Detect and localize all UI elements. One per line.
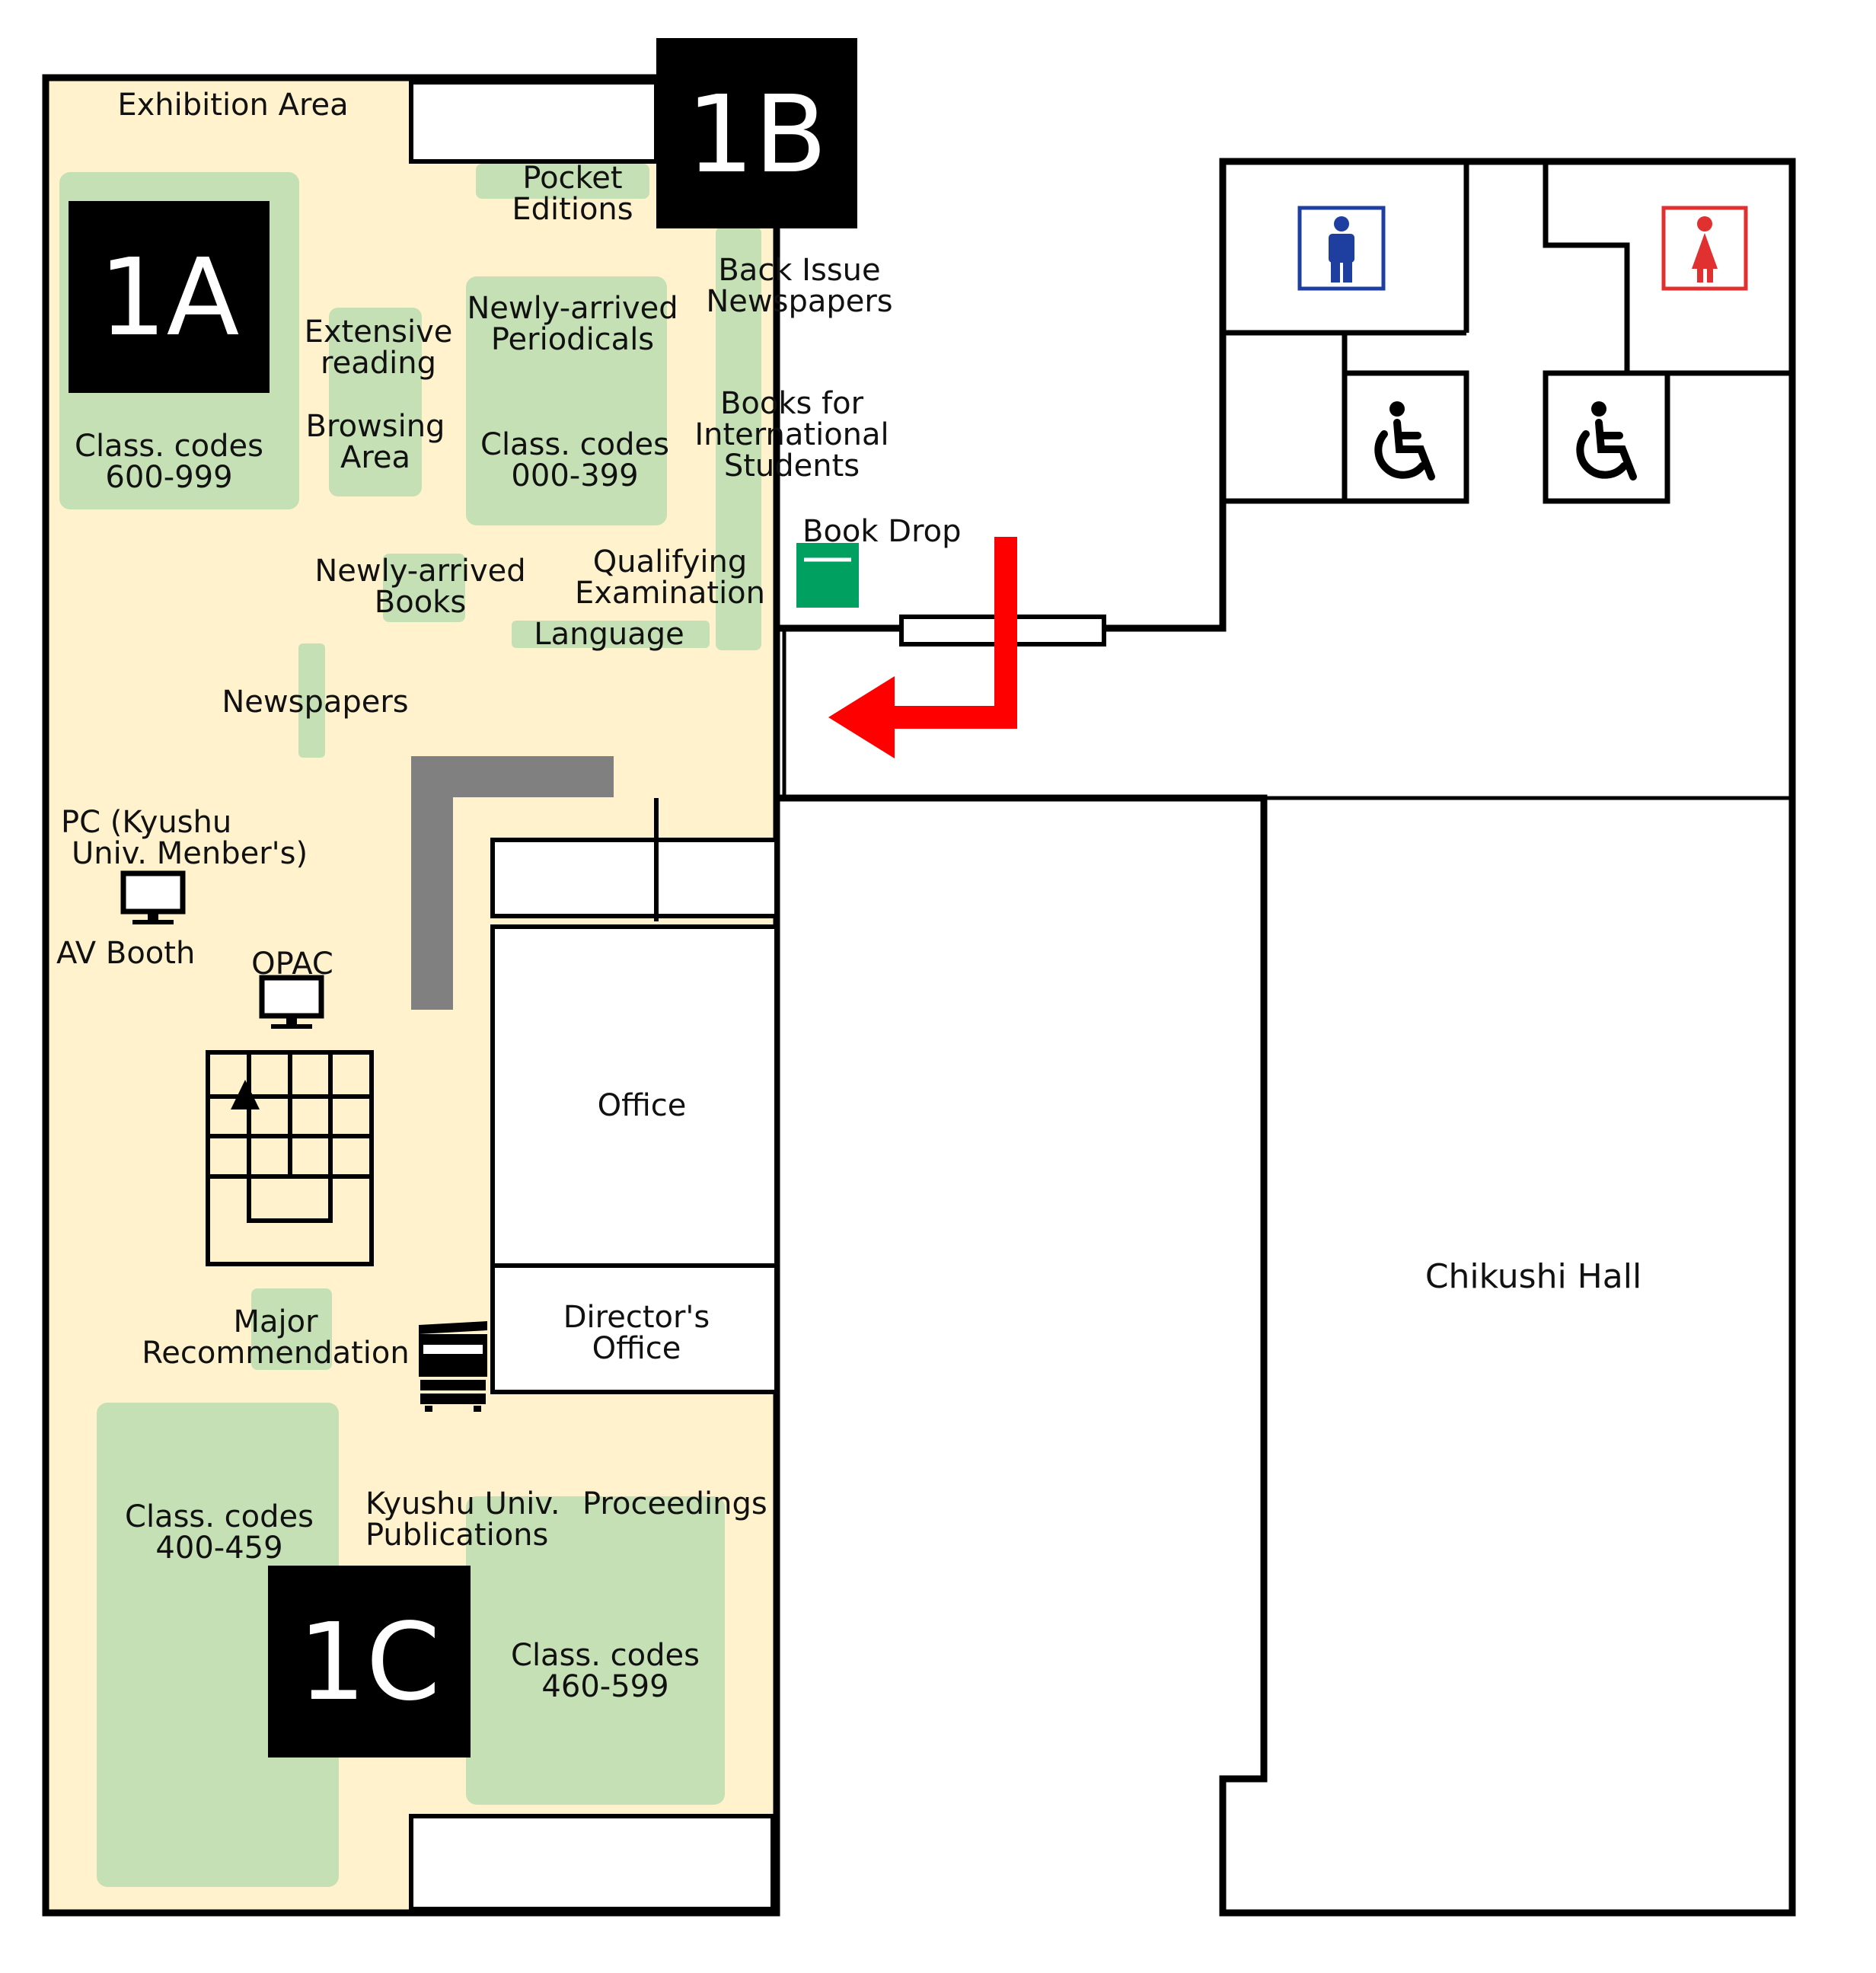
zone-1b-label: 1B: [686, 73, 828, 197]
entrance-arrow: [828, 537, 1017, 758]
shelf-major-recommendation: [251, 1288, 332, 1370]
office-label: Office: [597, 1088, 687, 1123]
av-booth-label: AV Booth: [56, 936, 196, 971]
book-drop-label: Book Drop: [802, 514, 962, 549]
wheelchair-icon: [1374, 401, 1435, 480]
shelf-1c-right: [466, 1496, 725, 1805]
monitor-icon: [120, 870, 186, 924]
exhibition-area-label: Exhibition Area: [117, 88, 349, 123]
walls: [42, 74, 1796, 1917]
zone-1a-label: 1A: [98, 236, 240, 360]
zone-1b-box: [656, 38, 857, 228]
zone-1c-label: 1C: [298, 1601, 441, 1725]
chikushi-hall-label: Chikushi Hall: [1425, 1257, 1642, 1296]
newspapers-label: Newspapers: [222, 685, 409, 720]
opac-label: OPAC: [251, 947, 333, 982]
female-restroom-icon: [1661, 206, 1748, 291]
shelf-periodicals: [466, 276, 667, 525]
male-restroom-icon: [1297, 206, 1386, 291]
opac-monitor-icon: [259, 975, 324, 1029]
shelf-extensive-reading: [329, 308, 422, 496]
shelf-language: [512, 621, 710, 648]
proceedings-label: Proceedings: [582, 1486, 767, 1521]
stairs-icon: [206, 1050, 374, 1266]
service-counter: [411, 756, 614, 1010]
kyushu-publications-label: Kyushu Univ.Publications: [365, 1486, 560, 1553]
shelf-pocket-editions: [476, 164, 649, 199]
wheelchair-icon-2: [1576, 401, 1637, 480]
zone-1c-box: [268, 1566, 471, 1758]
book-drop-box-icon: [796, 543, 859, 608]
shelf-1c-left: [97, 1403, 339, 1887]
shelf-newly-arrived-books: [383, 554, 465, 622]
shelf-newspapers: [298, 643, 325, 758]
shelf-back-issue: [716, 227, 761, 650]
copier-icon: [419, 1321, 487, 1412]
language-label: Language: [534, 617, 684, 652]
zone-1a-box: [69, 201, 270, 393]
